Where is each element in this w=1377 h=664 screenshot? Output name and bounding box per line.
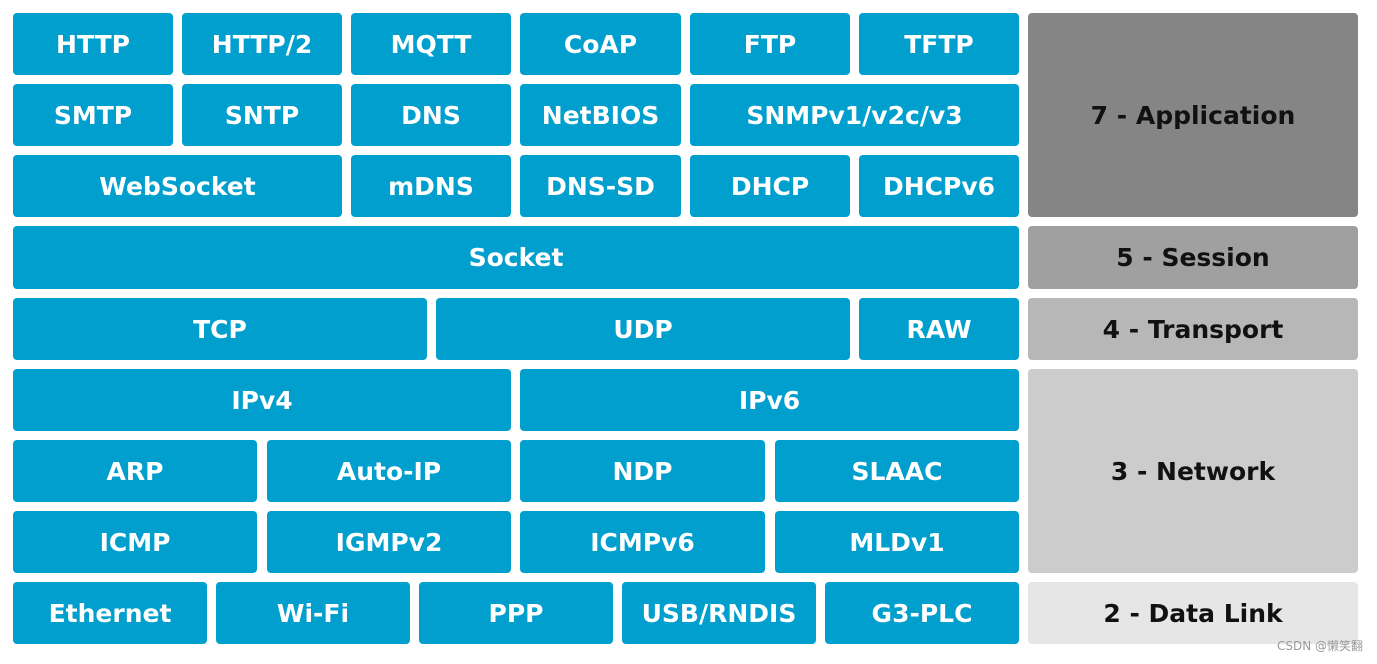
- layer-network: 3 - Network: [1028, 369, 1358, 573]
- protocol-g3-plc: G3-PLC: [825, 582, 1019, 644]
- protocol-websocket: WebSocket: [13, 155, 342, 217]
- protocol-mldv1: MLDv1: [775, 511, 1019, 573]
- protocol-mqtt: MQTT: [351, 13, 511, 75]
- protocol-ethernet: Ethernet: [13, 582, 207, 644]
- layer-session: 5 - Session: [1028, 226, 1358, 289]
- watermark: CSDN @懒笑翻: [1276, 639, 1363, 653]
- protocol-igmpv2: IGMPv2: [267, 511, 511, 573]
- protocol-socket: Socket: [13, 226, 1019, 289]
- protocol-wifi: Wi-Fi: [216, 582, 410, 644]
- protocol-icmp: ICMP: [13, 511, 257, 573]
- layer-transport: 4 - Transport: [1028, 298, 1358, 360]
- protocol-tftp: TFTP: [859, 13, 1019, 75]
- protocol-ndp: NDP: [520, 440, 765, 502]
- protocol-usb-rndis: USB/RNDIS: [622, 582, 816, 644]
- layer-application: 7 - Application: [1028, 13, 1358, 217]
- protocol-dhcp: DHCP: [690, 155, 850, 217]
- protocol-raw: RAW: [859, 298, 1019, 360]
- protocol-dns-sd: DNS-SD: [520, 155, 681, 217]
- protocol-arp: ARP: [13, 440, 257, 502]
- protocol-snmp: SNMPv1/v2c/v3: [690, 84, 1019, 146]
- protocol-smtp: SMTP: [13, 84, 173, 146]
- protocol-sntp: SNTP: [182, 84, 342, 146]
- protocol-ipv6: IPv6: [520, 369, 1019, 431]
- protocol-coap: CoAP: [520, 13, 681, 75]
- protocol-ipv4: IPv4: [13, 369, 511, 431]
- protocol-tcp: TCP: [13, 298, 427, 360]
- protocol-http: HTTP: [13, 13, 173, 75]
- protocol-http2: HTTP/2: [182, 13, 342, 75]
- protocol-udp: UDP: [436, 298, 850, 360]
- protocol-dns: DNS: [351, 84, 511, 146]
- protocol-netbios: NetBIOS: [520, 84, 681, 146]
- protocol-slaac: SLAAC: [775, 440, 1019, 502]
- layer-datalink: 2 - Data Link: [1028, 582, 1358, 644]
- protocol-dhcpv6: DHCPv6: [859, 155, 1019, 217]
- protocol-ppp: PPP: [419, 582, 613, 644]
- protocol-ftp: FTP: [690, 13, 850, 75]
- protocol-mdns: mDNS: [351, 155, 511, 217]
- protocol-icmpv6: ICMPv6: [520, 511, 765, 573]
- protocol-auto-ip: Auto-IP: [267, 440, 511, 502]
